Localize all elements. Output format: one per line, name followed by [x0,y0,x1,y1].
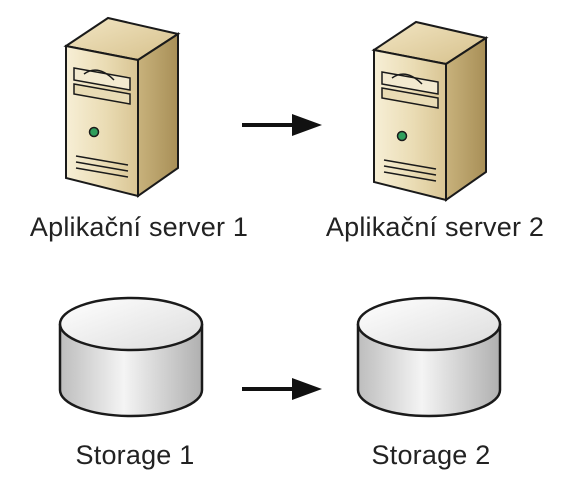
storage-1-label: Storage 1 [75,440,195,470]
arrow-right-icon [242,114,322,136]
storage-2-label: Storage 2 [371,440,491,470]
arrow-right-icon [242,378,322,400]
server-1-label: Aplikační server 1 [29,212,249,242]
server-1-icon [63,16,181,198]
storage-1-icon [58,296,204,418]
server-2-icon [371,20,489,202]
server-2-label: Aplikační server 2 [325,212,545,242]
storage-2-icon [356,296,502,418]
